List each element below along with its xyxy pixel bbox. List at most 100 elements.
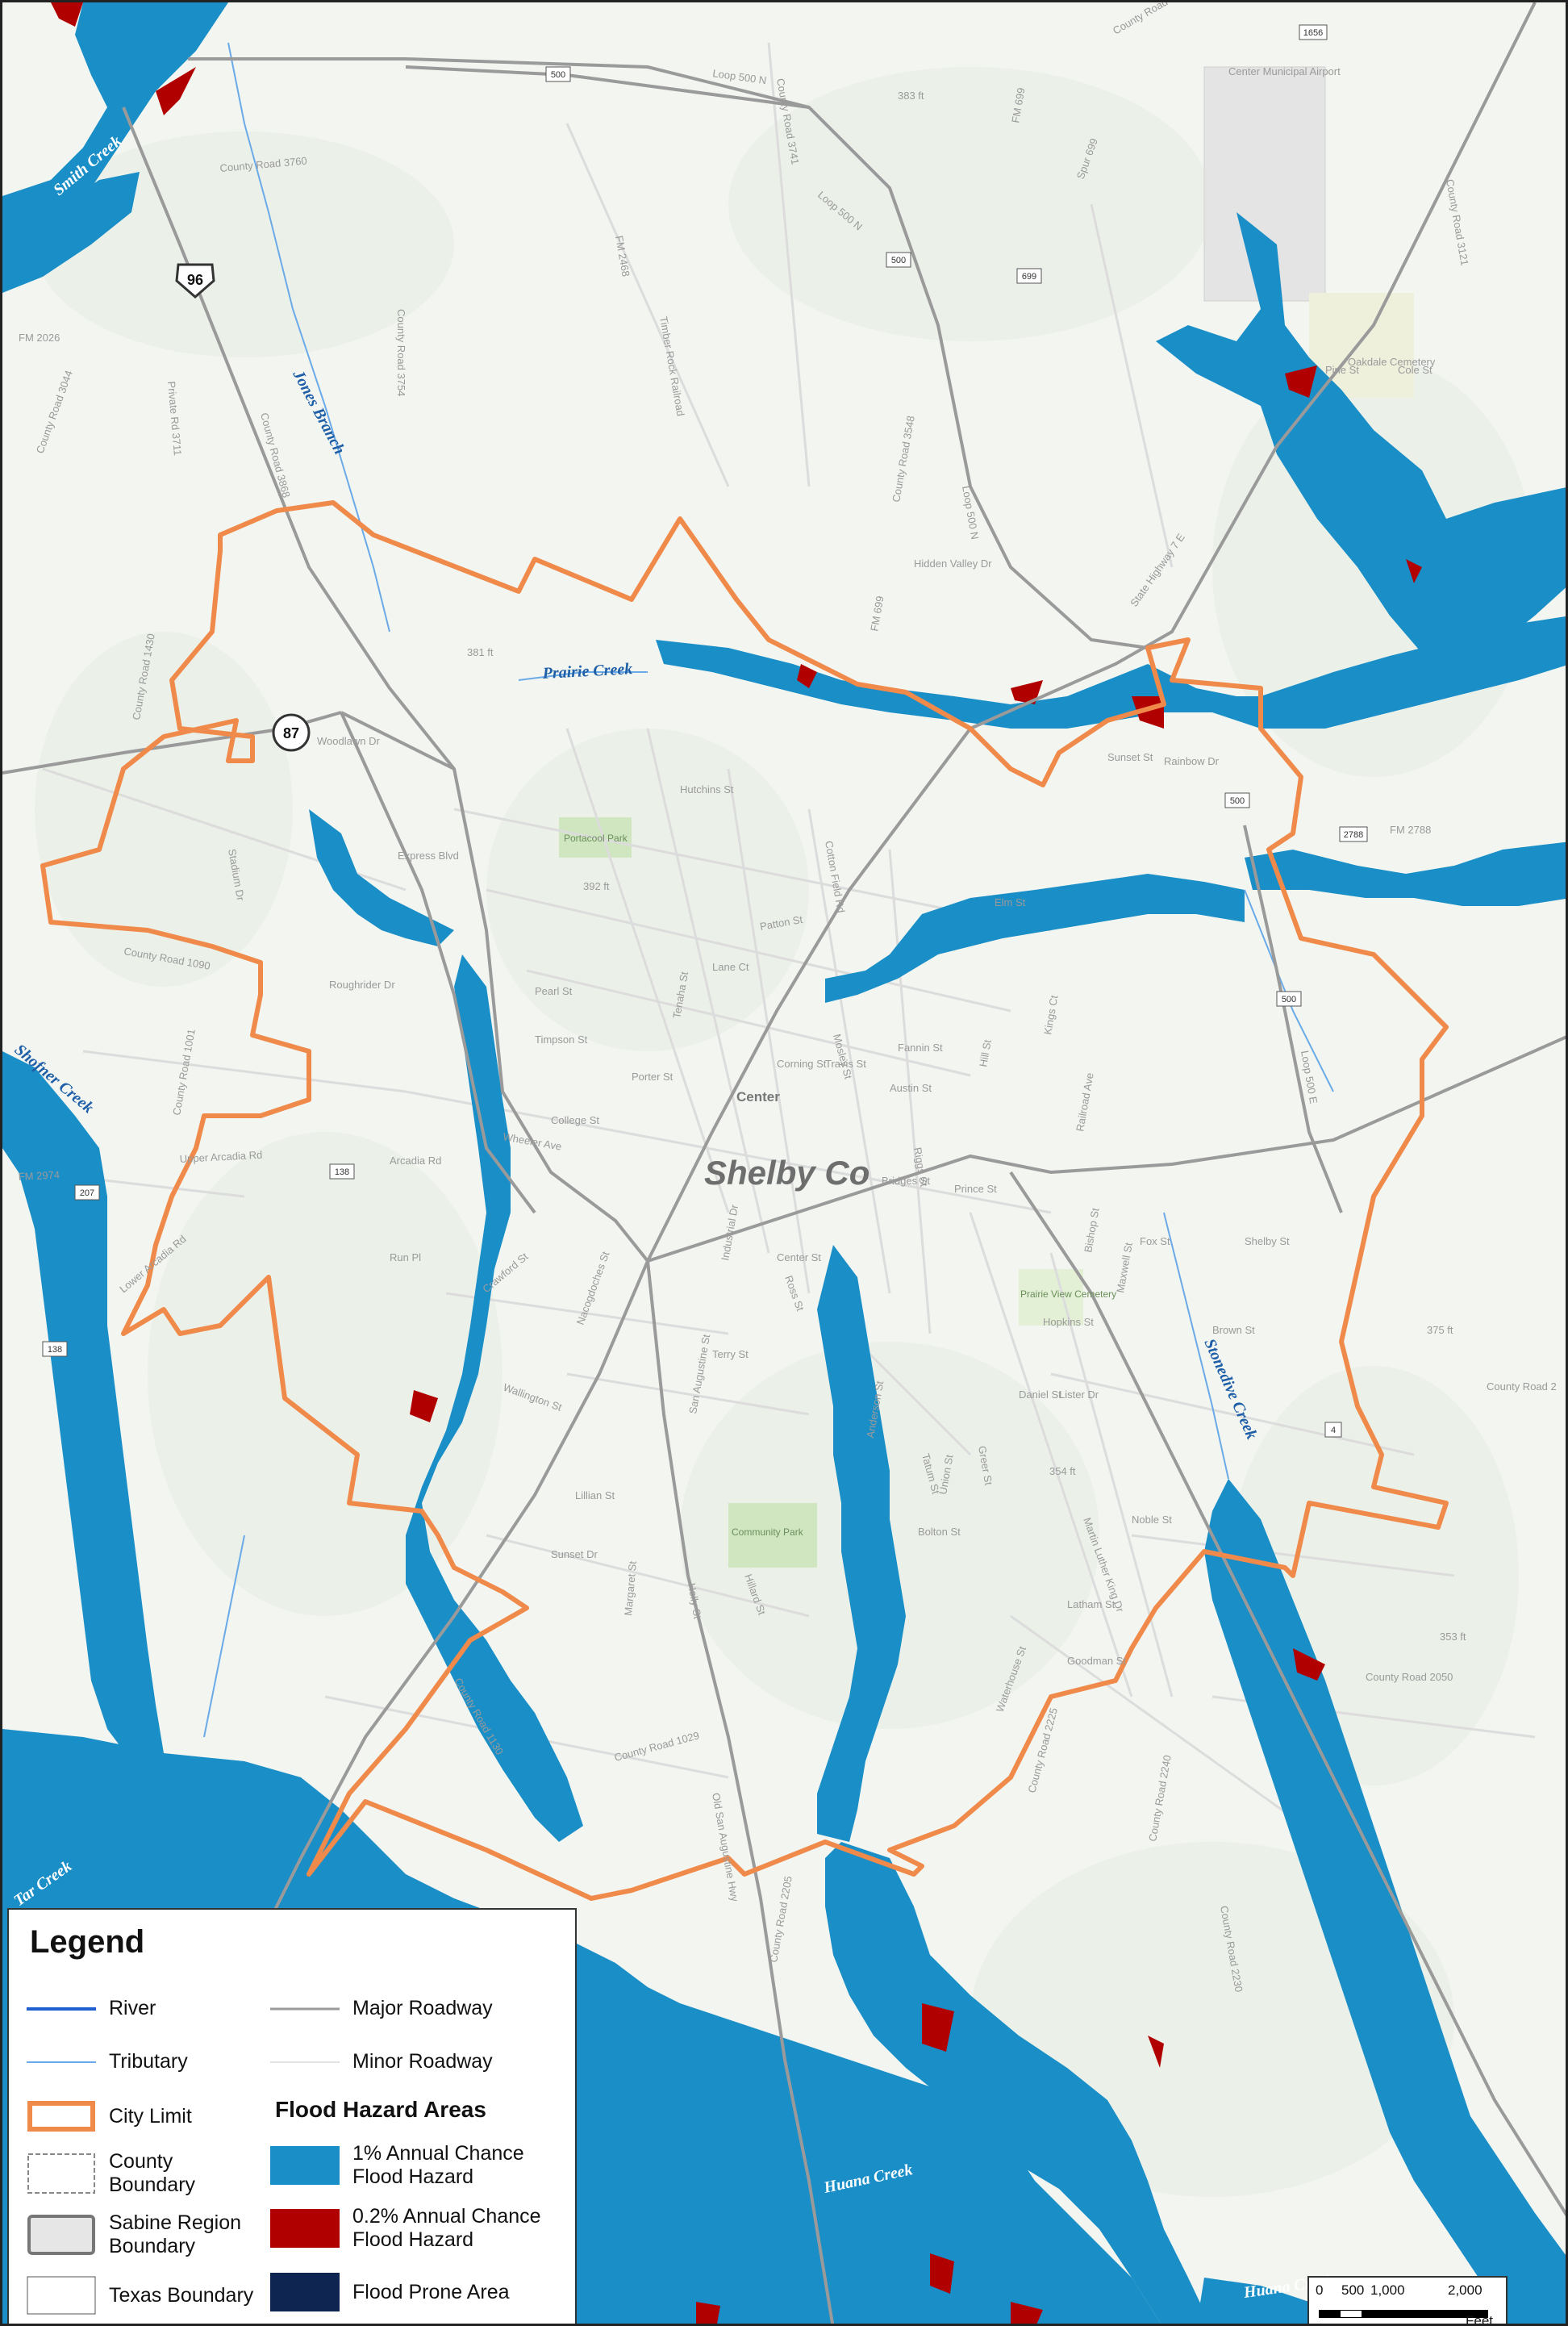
place-label-community-park: Community Park xyxy=(732,1526,804,1538)
town-label: Center xyxy=(736,1089,780,1105)
scale-bar-graphic xyxy=(1319,2310,1488,2318)
road-label: Terry St xyxy=(712,1348,749,1360)
legend-label-flood-02pct: 0.2% Annual Chance Flood Hazard xyxy=(352,2205,541,2251)
road-label: Lillian St xyxy=(575,1489,615,1501)
road-label: Lane Ct xyxy=(712,961,749,973)
road-label: Fox St xyxy=(1140,1235,1170,1247)
sabine-region-swatch xyxy=(27,2214,96,2256)
route-marker: 138 xyxy=(329,1163,355,1180)
texas-boundary-swatch xyxy=(27,2276,96,2315)
park-area-community xyxy=(728,1503,817,1568)
road-label: College St xyxy=(551,1114,599,1126)
legend-item-tributary: Tributary xyxy=(27,2050,188,2073)
elevation-label: 392 ft xyxy=(583,880,610,892)
highway-shield-96-label: 96 xyxy=(187,272,203,288)
route-marker: 2788 xyxy=(1339,826,1368,842)
flood-prone-swatch xyxy=(270,2273,340,2311)
road-label: Lister Dr xyxy=(1059,1389,1099,1401)
legend-item-flood-1pct: 1% Annual Chance Flood Hazard xyxy=(270,2142,554,2189)
county-label: Shelby Co xyxy=(704,1154,869,1192)
legend-label-river: River xyxy=(109,1997,156,2019)
scale-unit: Feet xyxy=(1466,2313,1494,2326)
road-label: Cole St xyxy=(1398,364,1432,376)
elevation-label: 383 ft xyxy=(898,90,924,102)
route-marker-label: 699 xyxy=(1022,272,1036,282)
legend-label-tributary: Tributary xyxy=(109,2050,188,2073)
road-label: Brown St xyxy=(1212,1324,1255,1336)
road-label: Express Blvd xyxy=(398,850,459,862)
place-label-portacool-park: Portacool Park xyxy=(564,833,628,844)
scale-tick-500: 500 xyxy=(1341,2282,1365,2298)
route-marker-label: 138 xyxy=(48,1345,62,1355)
road-label: Bridges St xyxy=(882,1175,930,1187)
road-label: Goodman St xyxy=(1067,1655,1126,1667)
minor-roadways xyxy=(34,42,1536,1819)
road-label: Elm St xyxy=(995,896,1026,908)
legend-label-sabine-region: Sabine Region Boundary xyxy=(109,2211,242,2257)
legend-item-city-limit: City Limit xyxy=(27,2100,192,2132)
legend-flood-heading: Flood Hazard Areas xyxy=(275,2097,486,2122)
route-marker-label: 138 xyxy=(335,1167,349,1177)
route-marker: 699 xyxy=(1016,268,1042,284)
place-label-oakdale-cemetery: Oakdale Cemetery xyxy=(1348,356,1436,368)
route-markers: 500 500 500 500 1656 699 2788 138 138 20… xyxy=(42,24,1368,1438)
road-label: Center St xyxy=(777,1251,821,1263)
route-marker: 500 xyxy=(545,66,571,82)
road-label: Shelby St xyxy=(1245,1235,1290,1247)
route-marker-label: 500 xyxy=(891,256,906,265)
road-label: Prince St xyxy=(954,1183,997,1195)
road-label: FM 2788 xyxy=(1390,824,1431,836)
road-label: Run Pl xyxy=(390,1251,421,1263)
route-marker-label: 500 xyxy=(1230,796,1245,806)
scale-tick-0: 0 xyxy=(1316,2282,1324,2298)
road-label: Noble St xyxy=(1132,1514,1172,1526)
legend-label-city-limit: City Limit xyxy=(109,2104,192,2128)
road-label: Timpson St xyxy=(535,1034,588,1046)
road-label: Sunset Dr xyxy=(551,1548,598,1560)
legend-item-texas-boundary: Texas Boundary xyxy=(27,2276,253,2315)
legend-label-flood-1pct: 1% Annual Chance Flood Hazard xyxy=(352,2142,524,2188)
road-label: FM 2026 xyxy=(19,332,60,344)
flood-02pct-swatch xyxy=(270,2209,340,2248)
place-label-airport: Center Municipal Airport xyxy=(1228,65,1341,77)
scale-tick-2000: 2,000 xyxy=(1448,2282,1483,2298)
road-label: Sunset St xyxy=(1107,751,1153,763)
highway-shield-96: 96 xyxy=(175,263,215,299)
legend-item-county-boundary: County Boundary xyxy=(27,2150,222,2197)
road-label: Austin St xyxy=(890,1082,932,1094)
route-marker-label: 4 xyxy=(1331,1426,1336,1435)
road-label: Bolton St xyxy=(918,1526,961,1538)
elevation-label: 353 ft xyxy=(1440,1631,1466,1643)
road-label: Rainbow Dr xyxy=(1164,755,1220,767)
legend-panel: Legend River Tributary City Limit County… xyxy=(7,1908,577,2324)
route-marker-label: 500 xyxy=(1282,995,1296,1004)
highway-shield-87: 87 xyxy=(272,713,311,752)
legend-title: Legend xyxy=(30,1924,145,1960)
road-label: Hidden Valley Dr xyxy=(914,557,992,570)
flood-1pct-swatch xyxy=(270,2146,340,2185)
major-roadway-swatch xyxy=(270,2005,340,2013)
road-label: Hopkins St xyxy=(1043,1316,1094,1328)
legend-label-major-roadway: Major Roadway xyxy=(352,1997,493,2019)
route-marker-label: 2788 xyxy=(1344,830,1363,840)
road-label: County Road 2050 xyxy=(1366,1671,1453,1683)
legend-item-river: River xyxy=(27,1997,156,2020)
road-label: Hutchins St xyxy=(680,783,734,796)
route-marker-label: 1656 xyxy=(1303,28,1323,38)
minor-roadway-swatch xyxy=(270,2058,340,2066)
road-label: Latham St xyxy=(1067,1598,1116,1610)
scale-tick-1000: 1,000 xyxy=(1370,2282,1405,2298)
road-label: Woodlawn Dr xyxy=(317,735,380,747)
road-label: Pearl St xyxy=(535,985,573,997)
legend-label-county-boundary: County Boundary xyxy=(109,2150,196,2196)
elevation-label: 354 ft xyxy=(1049,1465,1076,1477)
road-label: Hill St xyxy=(977,1038,994,1067)
legend-label-texas-boundary: Texas Boundary xyxy=(109,2283,254,2307)
city-limit-boundary xyxy=(40,500,1449,1901)
route-marker: 500 xyxy=(1224,792,1250,808)
cemetery-prairie-view xyxy=(1019,1269,1083,1326)
road-label: Pine St xyxy=(1325,364,1359,376)
route-marker: 4 xyxy=(1324,1422,1342,1438)
